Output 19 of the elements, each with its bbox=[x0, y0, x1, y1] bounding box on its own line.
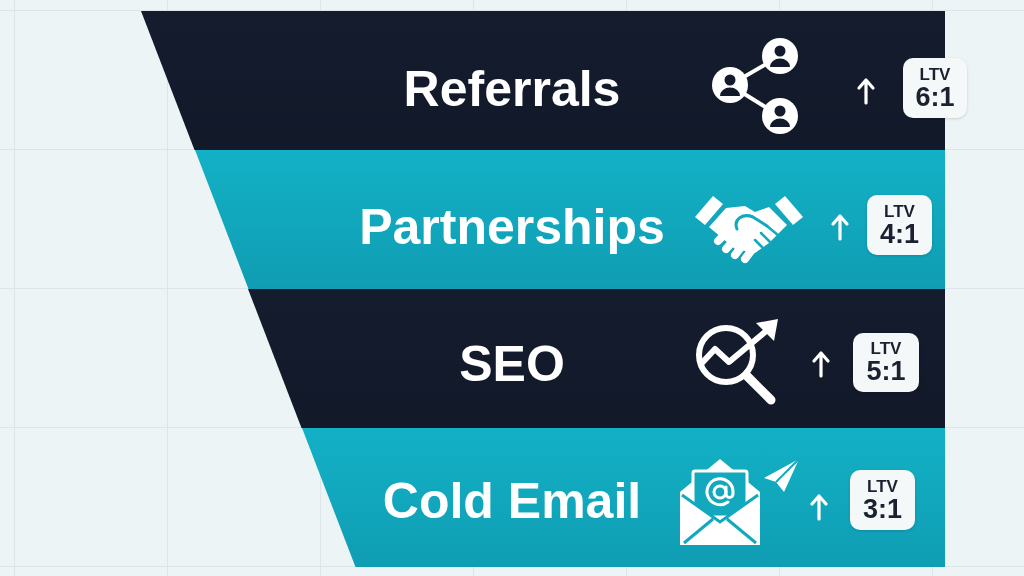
metric-label: LTV bbox=[867, 477, 898, 495]
metric-label: LTV bbox=[919, 65, 951, 83]
funnel-stage bbox=[194, 150, 945, 289]
ratio-value: 4:1 bbox=[880, 220, 919, 248]
metric-label: LTV bbox=[884, 202, 915, 220]
stage-title: Referrals bbox=[403, 64, 621, 114]
ltv-badge bbox=[867, 195, 932, 255]
ltv-badge bbox=[850, 470, 915, 530]
metric-label: LTV bbox=[870, 340, 902, 357]
ltv-badge bbox=[853, 333, 919, 392]
ltv-badge bbox=[903, 58, 967, 118]
stage-title: Cold Email bbox=[382, 476, 642, 526]
funnel-stage bbox=[301, 428, 945, 567]
ratio-value: 5:1 bbox=[866, 358, 906, 385]
ratio-value: 6:1 bbox=[915, 83, 955, 111]
ratio-value: 3:1 bbox=[863, 495, 902, 523]
stage-title: SEO bbox=[459, 339, 565, 389]
stage-title: Partnerships bbox=[359, 202, 665, 252]
funnel-stage bbox=[248, 289, 945, 428]
